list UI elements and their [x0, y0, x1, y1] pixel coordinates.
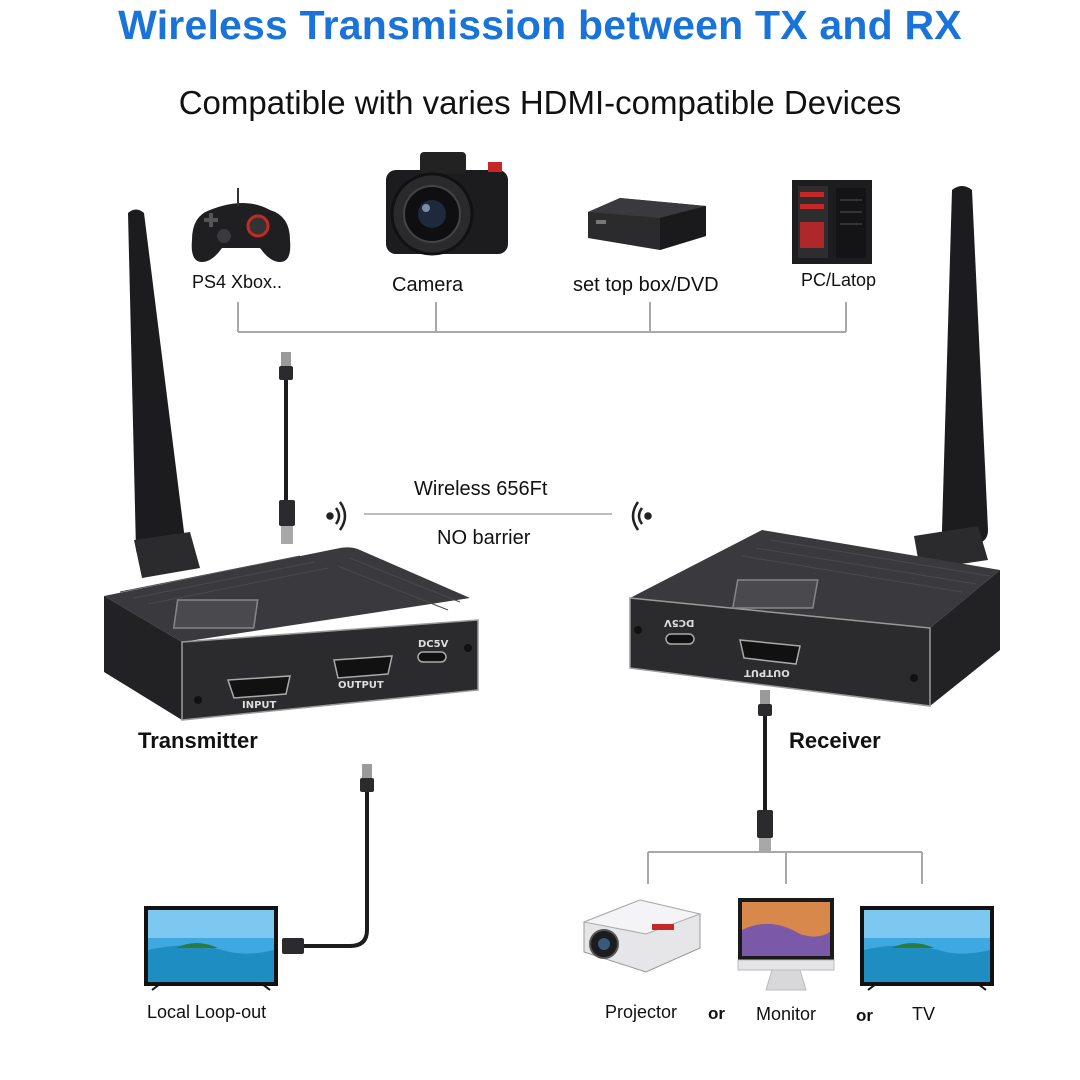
tv-label: TV: [912, 1004, 936, 1024]
wireless-signal-left: [326, 501, 347, 531]
rx-usb-c-port: [665, 633, 695, 645]
monitor-icon: [737, 898, 835, 991]
gamepad-icon: [191, 188, 291, 262]
wireless-signal-right: [631, 501, 652, 531]
rx-hdmi-output-port: [739, 639, 801, 665]
receiver-device: [629, 530, 1000, 707]
source-label-set-top-box: set top box/DVD: [573, 274, 719, 296]
tx-antenna: [128, 209, 200, 578]
camera-icon: [386, 152, 508, 256]
tx-hdmi-output-port: [333, 655, 393, 679]
tx-input-cable: [279, 352, 295, 544]
transmitter-device: [104, 547, 479, 721]
source-label-console: PS4 Xbox..: [192, 272, 283, 292]
set-top-box-icon: [588, 198, 706, 250]
source-label-camera: Camera: [392, 274, 464, 296]
rx-output-cable: [757, 690, 773, 852]
tx-input-port-label: INPUT: [242, 700, 277, 711]
page-subtitle: Compatible with varies HDMI-compatible D…: [178, 84, 902, 121]
wireless-note-label: NO barrier: [437, 527, 531, 549]
source-label-pc: PC/Latop: [801, 270, 877, 290]
display-connector-lines: [647, 851, 923, 884]
loopout-tv-icon: [144, 906, 278, 991]
rx-antenna: [914, 186, 988, 570]
wireless-range-label: Wireless 656Ft: [414, 478, 548, 500]
source-connector-lines: [237, 302, 847, 333]
loopout-cable: [282, 764, 374, 954]
rx-power-port-label: DC5V: [664, 617, 695, 628]
rx-output-port-label: OUTPUT: [744, 667, 790, 678]
receiver-label: Receiver: [789, 728, 881, 753]
loopout-label: Local Loop-out: [147, 1002, 267, 1022]
projector-icon: [582, 899, 702, 973]
monitor-label: Monitor: [756, 1004, 817, 1024]
tv-icon: [860, 906, 994, 991]
or-label-2: or: [856, 1006, 873, 1025]
or-label-1: or: [708, 1004, 725, 1023]
tx-power-port-label: DC5V: [418, 639, 449, 650]
page-title: Wireless Transmission between TX and RX: [118, 2, 962, 48]
projector-label: Projector: [605, 1002, 678, 1022]
tx-output-port-label: OUTPUT: [338, 680, 384, 691]
pc-tower-icon: [792, 180, 872, 264]
tx-hdmi-input-port: [226, 675, 291, 699]
transmitter-label: Transmitter: [138, 728, 258, 753]
tx-usb-c-port: [417, 651, 447, 663]
